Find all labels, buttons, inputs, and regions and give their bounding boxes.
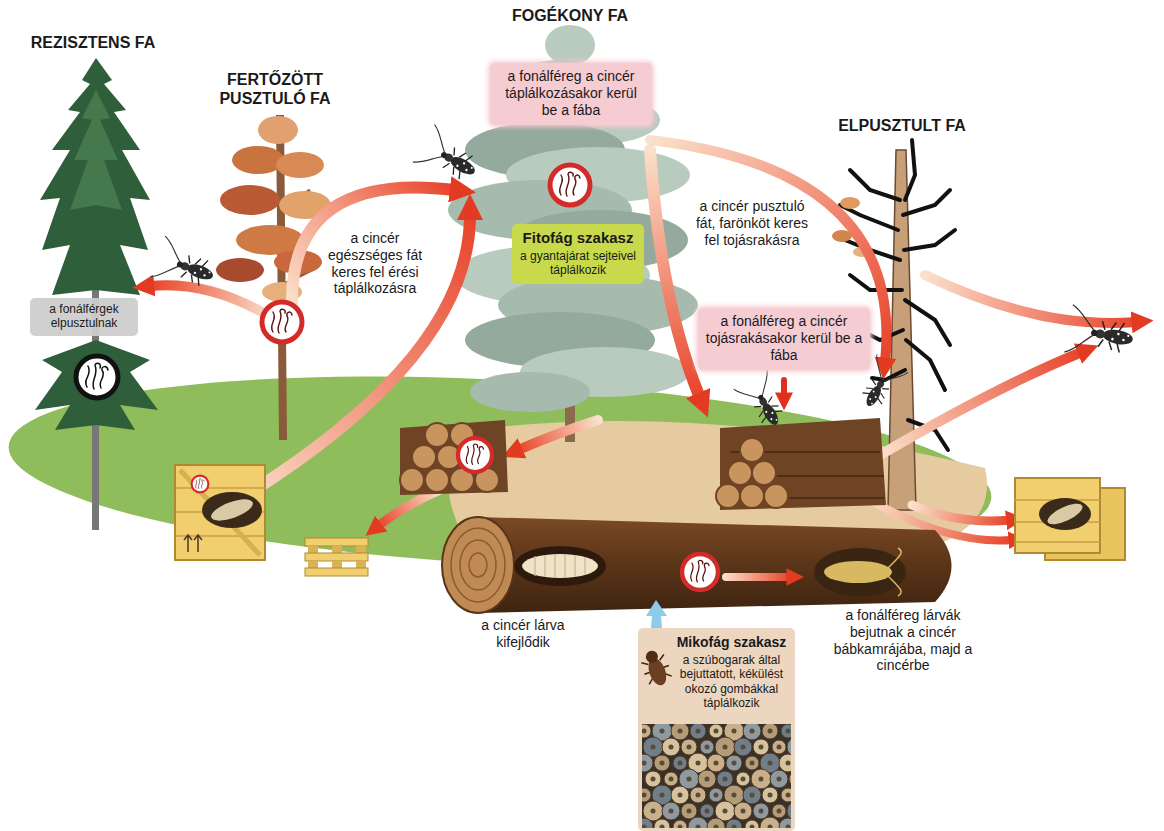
entry-note-box: a fonálféreg a cincér tojásrakásakor ker… (698, 308, 870, 370)
note-text: a cincér lárva kifejlődik (462, 617, 584, 651)
blue-pointer (646, 600, 667, 628)
death-note-box: a fonálférgek elpusztulnak (30, 298, 138, 336)
note-text: a fonálféreg lárvák bejutnak a cincér bá… (826, 607, 980, 674)
tree-label: FOGÉKONY FA (495, 6, 645, 25)
note-text: a cincér egészséges fát keres fel érési … (323, 230, 427, 297)
tree-label: ELPUSZTULT FA (832, 116, 972, 135)
movement-arrows (150, 140, 1136, 541)
phase-body: a gyantajárat sejteivel táplálkozik (517, 249, 639, 278)
note-text: a cincér pusztuló fát, farönköt keres fe… (690, 198, 814, 248)
phase-heading: Fitofág szakasz (517, 229, 639, 247)
note-text: a fonálférgek elpusztulnak (34, 302, 134, 331)
note-text: a fonálféreg a cincér táplálkozásakor ke… (497, 68, 645, 118)
phase-heading: Mikofág szakasz (672, 634, 791, 651)
infected-dying-tree (216, 115, 331, 440)
wooden-crate (175, 465, 368, 576)
note-text: a fonálféreg a cincér tojásrakásakor ker… (704, 313, 864, 363)
phase-body: a szúbogarak által bejuttatott, kékülést… (672, 653, 791, 711)
wooden-crate (1015, 478, 1125, 560)
phase-box: Mikofág szakasz a szúbogarak által bejutt… (638, 628, 795, 831)
log-pile (716, 418, 886, 510)
sawyer-beetles (150, 124, 1136, 434)
phase-box: Fitofág szakasz a gyantajárat sejteivel t… (512, 224, 644, 284)
tree-label: REZISZTENS FA (22, 33, 164, 52)
entry-note-box: a fonálféreg a cincér táplálkozásakor ke… (490, 63, 652, 125)
log-cross-section (442, 517, 952, 613)
tree-label: FERTŐZÖTT PUSZTULÓ FA (212, 70, 338, 108)
log-pile (400, 420, 508, 495)
resistant-tree (35, 58, 158, 530)
